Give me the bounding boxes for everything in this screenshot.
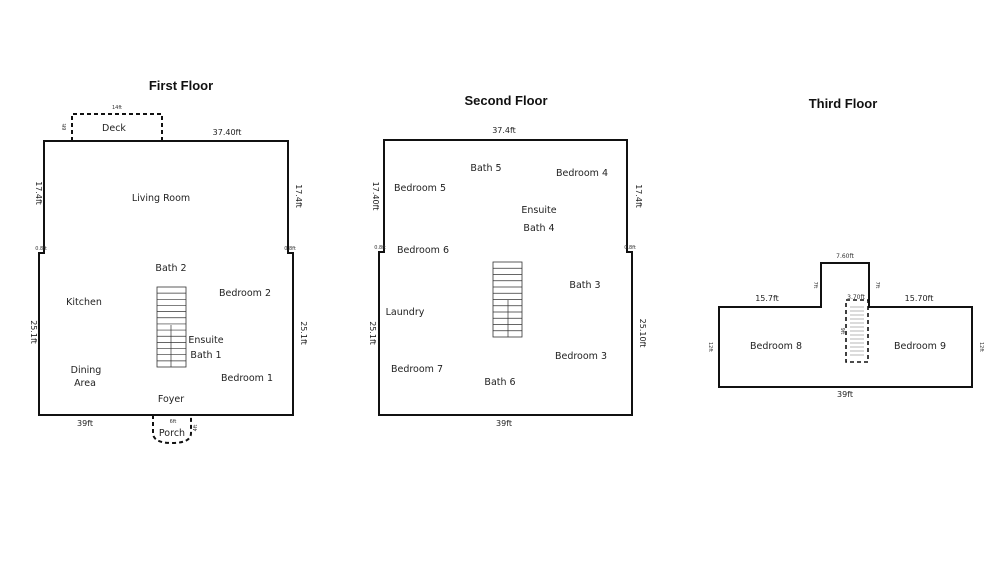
bedroom-7-label: Bedroom 7 (391, 364, 443, 375)
third-floor-walls (718, 262, 973, 388)
second-floor-title: Second Floor (464, 93, 547, 108)
second-floor-stairs (492, 261, 523, 338)
second-jog-left-dim: 0.8ft (374, 245, 386, 251)
bath-5-label: Bath 5 (470, 163, 501, 174)
second-right-lower-dim: 25.10ft (638, 319, 647, 348)
third-right-dim: 12ft (978, 342, 984, 352)
deck-top-dim: 14ft (112, 105, 122, 111)
first-top-dim: 37.40ft (213, 128, 242, 137)
second-floor-walls (378, 139, 633, 416)
second-jog-right-dim: 0.8ft (624, 245, 636, 251)
bedroom-8-label: Bedroom 8 (750, 341, 802, 352)
living-room-label: Living Room (132, 193, 190, 204)
first-right-lower-dim: 25.1ft (299, 321, 308, 345)
bath-1-label: Bath 1 (190, 350, 221, 361)
second-right-upper-dim: 17.4ft (634, 184, 643, 208)
first-floor-stairs (156, 286, 187, 368)
second-floor: Second Floor Bath 5 Bedroom 4 Bedroom 5 … (368, 93, 647, 428)
first-floor: First Floor Deck 14ft 6ft Porch 6ft 4ft … (29, 78, 308, 445)
area-label: Area (74, 378, 96, 389)
third-floor: Third Floor Bedroom 8 Bedroom 9 7.60ft 1… (707, 96, 984, 399)
third-notch-top-dim: 7.60ft (836, 253, 854, 260)
bedroom-6-label: Bedroom 6 (397, 245, 449, 256)
first-left-lower-dim: 25.1ft (29, 320, 38, 344)
deck-side-dim: 6ft (62, 124, 68, 131)
laundry-label: Laundry (386, 307, 425, 318)
bath-2-label: Bath 2 (155, 263, 186, 274)
first-bottom-dim: 39ft (77, 419, 93, 428)
third-right-top-dim: 15.70ft (905, 294, 934, 303)
first-left-upper-dim: 17.4ft (34, 181, 43, 205)
porch-top-dim: 6ft (170, 419, 177, 425)
bedroom-2-label: Bedroom 2 (219, 288, 271, 299)
third-bottom-dim: 39ft (837, 390, 853, 399)
deck-label: Deck (102, 123, 126, 134)
porch-side-dim: 4ft (193, 425, 199, 432)
bedroom-1-label: Bedroom 1 (221, 373, 273, 384)
third-notch-right-dim: 7ft (874, 282, 880, 289)
third-stair-length-dim: 9ft (839, 328, 845, 335)
first-floor-walls (38, 140, 294, 416)
bedroom-4-label: Bedroom 4 (556, 168, 608, 179)
dining-label: Dining (71, 365, 102, 376)
third-floor-stairs (845, 299, 869, 363)
first-right-upper-dim: 17.4ft (294, 184, 303, 208)
ensuite-label: Ensuite (188, 335, 223, 346)
first-floor-title: First Floor (149, 78, 213, 93)
third-floor-title: Third Floor (809, 96, 878, 111)
bath-6-label: Bath 6 (484, 377, 515, 388)
deck-outline (71, 113, 163, 141)
second-bottom-dim: 39ft (496, 419, 512, 428)
third-notch-left-dim: 7ft (812, 282, 818, 289)
third-left-top-dim: 15.7ft (755, 294, 779, 303)
second-left-lower-dim: 25.1ft (368, 321, 377, 345)
third-stair-width-dim: 3.70ft (847, 294, 865, 301)
ensuite-label-2: Ensuite (521, 205, 556, 216)
first-jog-right-dim: 0.8ft (284, 246, 296, 252)
foyer-label: Foyer (158, 394, 184, 405)
bedroom-9-label: Bedroom 9 (894, 341, 946, 352)
first-jog-left-dim: 0.8ft (35, 246, 47, 252)
third-left-dim: 12ft (707, 342, 713, 352)
second-top-dim: 37.4ft (492, 126, 516, 135)
bath-3-label: Bath 3 (569, 280, 600, 291)
porch-label: Porch (159, 428, 185, 439)
kitchen-label: Kitchen (66, 297, 102, 308)
bedroom-3-label: Bedroom 3 (555, 351, 607, 362)
bath-4-label: Bath 4 (523, 223, 554, 234)
bedroom-5-label: Bedroom 5 (394, 183, 446, 194)
porch-outline (152, 415, 192, 445)
second-left-upper-dim: 17.40ft (371, 182, 380, 211)
